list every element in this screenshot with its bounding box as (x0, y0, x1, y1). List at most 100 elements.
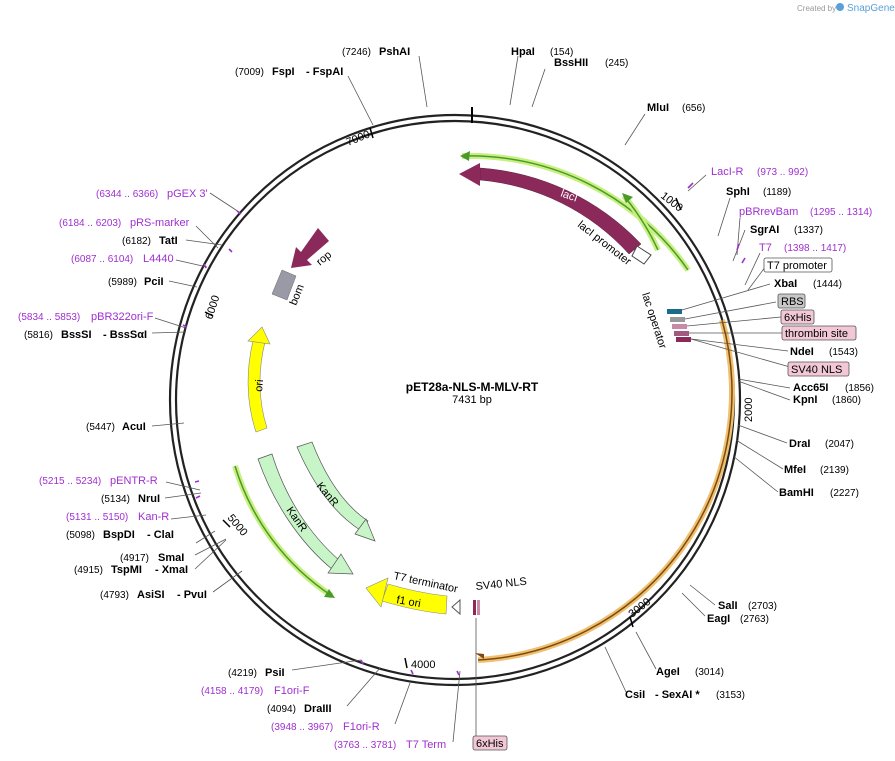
enzyme-fspi[interactable]: (7009) FspI - FspAI (235, 66, 343, 78)
ori-arrowhead (247, 326, 271, 345)
primer-pentrr[interactable]: (5215 .. 5234) pENTR-R (39, 475, 158, 487)
sv40nls-box-bottom-1 (473, 600, 476, 615)
enzyme-asisi[interactable]: (4793) AsiSI - PvuI (100, 589, 207, 601)
plasmid-name: pET28a-NLS-M-MLV-RT (406, 380, 539, 394)
primer-range: (3948 .. 3967) (271, 722, 333, 733)
box-frame (787, 361, 850, 377)
primer-prsmarker[interactable]: (6184 .. 6203) pRS-marker (59, 217, 190, 229)
enzyme-name: MfeI (784, 464, 806, 476)
enzyme-name: AcuI (122, 421, 146, 433)
enzyme-acui[interactable]: (5447) AcuI (86, 421, 146, 433)
enzyme-sgrai[interactable]: SgrAI (1337) (750, 224, 823, 236)
enzyme-pos: (4219) (228, 668, 257, 679)
enzyme-bamhi[interactable]: BamHI (2227) (779, 487, 859, 499)
enzyme-eagi[interactable]: EagI (2763) (707, 613, 769, 625)
credit-text: Created by (797, 4, 836, 13)
primer-name: pENTR-R (110, 475, 158, 487)
f1ori-arrowhead (365, 577, 389, 608)
primer-kanr[interactable]: (5131 .. 5150) Kan-R (66, 511, 169, 523)
enzyme-acc65i[interactable]: Acc65I (1856) (793, 382, 874, 394)
enzyme-hpai[interactable]: HpaI (154) (511, 46, 573, 58)
box-frame (781, 325, 857, 341)
enzyme-name: KpnI (793, 394, 817, 406)
primer-pbr322orif[interactable]: (5834 .. 5853) pBR322ori-F (18, 311, 154, 323)
primer-f1orir[interactable]: (3948 .. 3967) F1ori-R (271, 721, 380, 733)
feature-box-6xhis-bottom[interactable]: 6xHis (472, 735, 508, 751)
snapgene-logo-icon (836, 3, 844, 11)
laci-label: lacI (559, 188, 579, 205)
enzyme-name: - BssSαI (103, 329, 147, 341)
primer-t7[interactable]: T7 (1398 .. 1417) (759, 242, 846, 254)
enzyme-sphi[interactable]: SphI (1189) (726, 186, 791, 198)
primer-range: (973 .. 992) (757, 167, 808, 178)
enzyme-nrui[interactable]: (5134) NruI (101, 493, 160, 505)
feature-box-6xhis-top[interactable]: 6xHis (780, 309, 815, 325)
orf-highlight (477, 319, 735, 663)
enzyme-bsshii[interactable]: BssHII (245) (554, 57, 628, 69)
primer-pbrrevbam[interactable]: pBRrevBam (1295 .. 1314) (739, 206, 872, 218)
bom-box (271, 269, 297, 301)
enzyme-sali[interactable]: SalI (2703) (718, 600, 777, 612)
enzyme-smai[interactable]: (4917) SmaI (120, 552, 184, 564)
green-arrowhead-upper (460, 151, 470, 161)
enzyme-bspdi[interactable]: (5098) BspDI - ClaI (66, 529, 174, 541)
primer-markers (182, 182, 746, 676)
enzyme-pos: (4094) (267, 704, 296, 715)
primer-range: (5834 .. 5853) (18, 312, 80, 323)
feature-box-t7-promoter[interactable]: T7 promoter (763, 257, 833, 273)
tick-label-1000: 1000 (658, 190, 685, 215)
primer-lacir[interactable]: LacI-R (973 .. 992) (711, 166, 808, 178)
enzyme-name: SphI (726, 186, 750, 198)
plasmid-size: 7431 bp (452, 394, 492, 406)
enzyme-xbai[interactable]: XbaI (1444) (774, 278, 842, 290)
ori-body (247, 340, 268, 433)
box-label: RBS (781, 296, 804, 308)
primer-l4440[interactable]: (6087 .. 6104) L4440 (71, 253, 174, 265)
enzyme-pos: (1444) (813, 279, 842, 290)
feature-box-sv40nls[interactable]: SV40 NLS (787, 361, 850, 377)
enzyme-pos: (7246) (342, 47, 371, 58)
enzyme-drai[interactable]: DraI (2047) (789, 438, 854, 450)
enzyme-kpni[interactable]: KpnI (1860) (793, 394, 861, 406)
ori-label: ori (253, 379, 266, 392)
enzyme-pos: (3014) (695, 667, 724, 678)
primer-name: L4440 (143, 253, 174, 265)
enzyme-tspmi[interactable]: (4915) TspMI - XmaI (74, 564, 188, 576)
enzyme-pos: (4917) (120, 553, 149, 564)
primer-name: pBRrevBam (739, 206, 798, 218)
enzyme-pos: (2047) (825, 439, 854, 450)
enzyme-tati[interactable]: (6182) TatI (122, 235, 178, 247)
primer-range: (5131 .. 5150) (66, 512, 128, 523)
enzyme-pos: (2763) (740, 614, 769, 625)
box-label: T7 promoter (767, 260, 827, 272)
primer-f1orif[interactable]: (4158 .. 4179) F1ori-F (201, 685, 310, 697)
primer-range: (6344 .. 6366) (96, 189, 158, 200)
enzyme-pos: (2227) (830, 488, 859, 499)
enzyme-name: XbaI (774, 278, 797, 290)
enzyme-pos: (1860) (832, 395, 861, 406)
feature-box-thrombin[interactable]: thrombin site (781, 325, 857, 341)
primer-t7term[interactable]: (3763 .. 3781) T7 Term (334, 739, 446, 751)
enzyme-psii[interactable]: (4219) PsiI (228, 667, 285, 679)
box-label: 6xHis (784, 312, 812, 324)
enzyme-mlui[interactable]: MluI (656) (647, 102, 705, 114)
enzyme-mfei[interactable]: MfeI (2139) (784, 464, 849, 476)
enzyme-pos: (4793) (100, 590, 129, 601)
primer-range: (3763 .. 3781) (334, 740, 396, 751)
enzyme-name: NdeI (790, 346, 814, 358)
enzyme-name: HpaI (511, 46, 535, 58)
enzyme-agei[interactable]: AgeI (3014) (656, 666, 724, 678)
enzyme-name: SgrAI (750, 224, 779, 236)
enzyme-bsssi[interactable]: (5816) BssSI - BssSαI (24, 329, 147, 341)
feature-box-rbs[interactable]: RBS (777, 293, 806, 309)
enzyme-ndei[interactable]: NdeI (1543) (790, 346, 858, 358)
enzyme-pshai[interactable]: (7246) PshAI (342, 46, 410, 58)
primer-pgex3[interactable]: (6344 .. 6366) pGEX 3' (96, 188, 208, 200)
enzyme-name: MluI (647, 102, 669, 114)
primer-range: (5215 .. 5234) (39, 476, 101, 487)
enzyme-draiii[interactable]: (4094) DraIII (267, 703, 332, 715)
thrombin-box (674, 331, 689, 336)
enzyme-pos: (245) (605, 58, 628, 69)
enzyme-pcii[interactable]: (5989) PciI (108, 276, 164, 288)
enzyme-csii[interactable]: CsiI - SexAI * (3153) (625, 689, 745, 701)
